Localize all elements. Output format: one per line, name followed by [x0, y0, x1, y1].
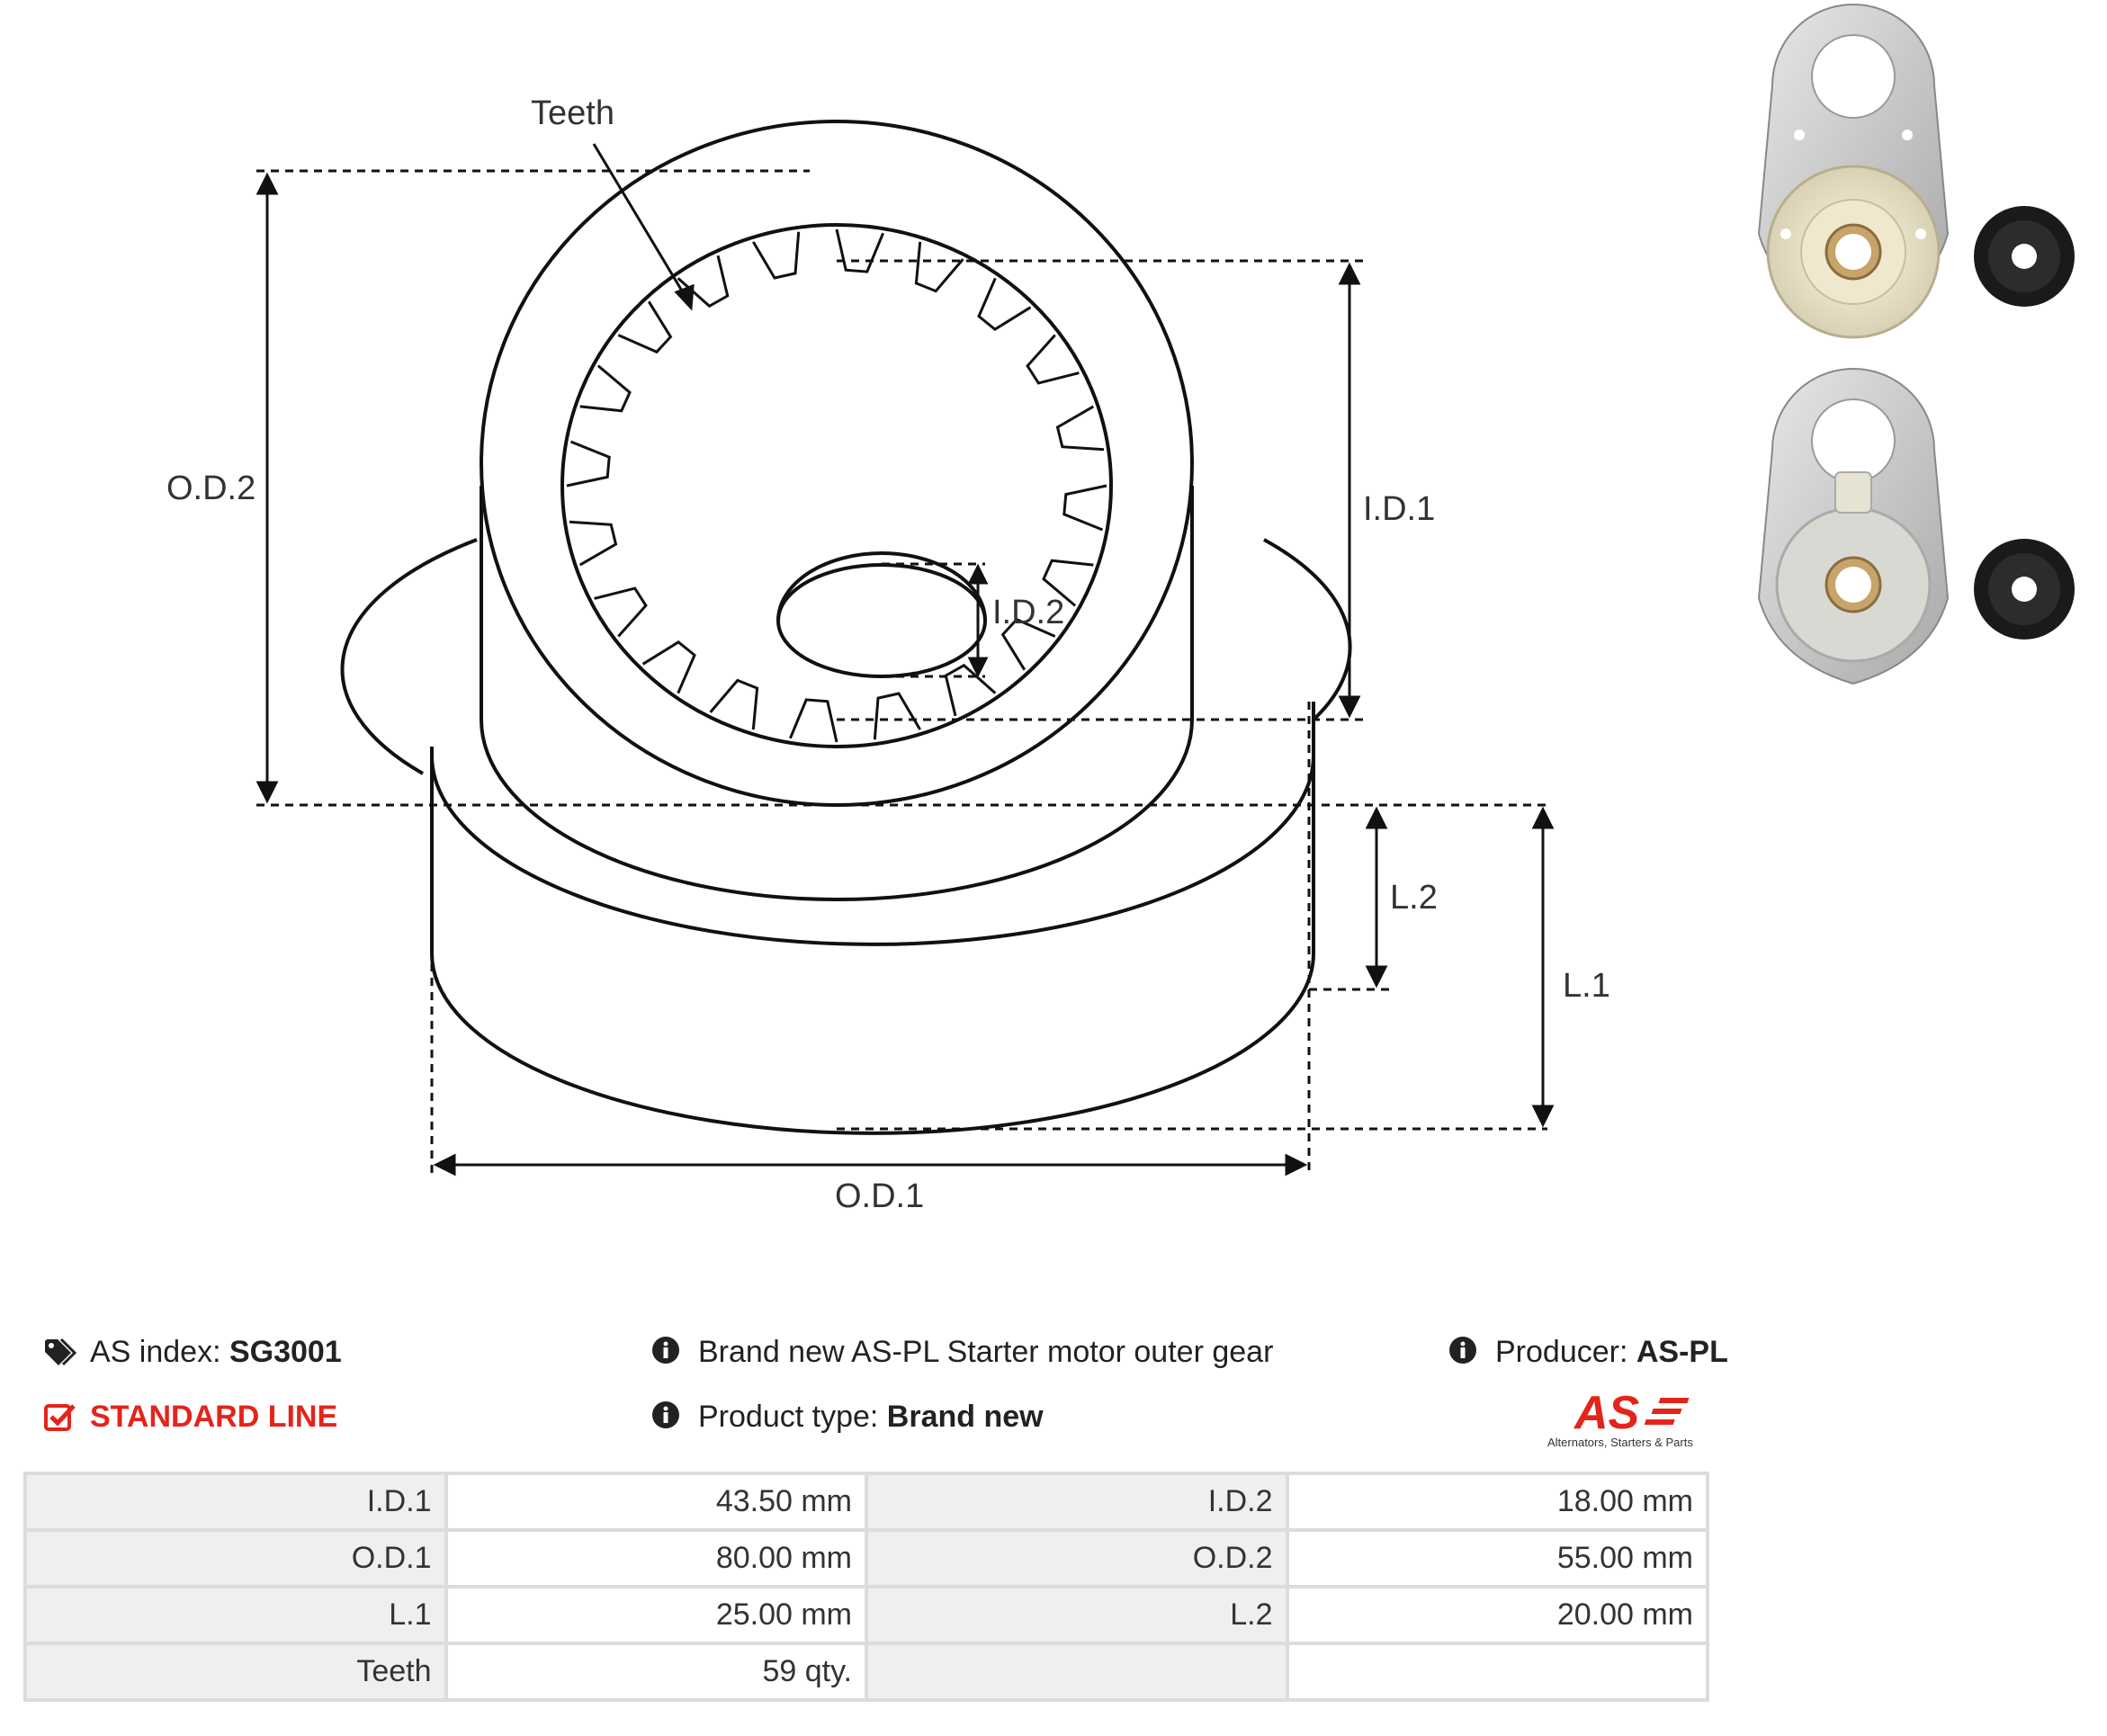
producer-value: AS-PL: [1636, 1335, 1728, 1369]
svg-text:AS: AS: [1573, 1387, 1640, 1436]
gear-tooth: [709, 678, 759, 730]
product-photos: [1757, 4, 2075, 685]
gear-tooth: [977, 277, 1032, 332]
tags-icon: [43, 1336, 77, 1370]
spec-label: I.D.1: [23, 1472, 448, 1532]
gear-tooth: [569, 520, 618, 567]
gear-lower-body: [430, 702, 1315, 1135]
spec-label: Teeth: [23, 1642, 448, 1702]
label-id2: I.D.2: [992, 594, 1064, 631]
as-logo-mark: AS: [1573, 1387, 1690, 1439]
spec-value: 43.50 mm: [444, 1472, 868, 1532]
table-row: L.1 25.00 mm L.2 20.00 mm: [23, 1585, 1709, 1645]
product-type-value: Brand new: [886, 1400, 1044, 1434]
table-row: I.D.1 43.50 mm I.D.2 18.00 mm: [23, 1472, 1709, 1532]
label-id1: I.D.1: [1363, 490, 1435, 528]
as-index-label: AS index:: [90, 1335, 221, 1369]
description-row: Brand new AS-PL Starter motor outer gear: [651, 1335, 1273, 1370]
spec-label: O.D.2: [865, 1528, 1289, 1588]
logo-tagline: Alternators, Starters & Parts: [1547, 1436, 1693, 1449]
gear-tooth: [835, 228, 884, 273]
photo-cap-top: [1974, 206, 2075, 307]
gear-tooth: [1055, 405, 1105, 452]
label-l2: L.2: [1390, 879, 1438, 917]
spec-value: 25.00 mm: [444, 1585, 868, 1645]
standard-line-label: STANDARD LINE: [90, 1400, 338, 1434]
label-od2: O.D.2: [166, 470, 256, 507]
producer-row: Producer: AS-PL: [1448, 1335, 1728, 1370]
spec-value: [1285, 1642, 1709, 1702]
table-row: Teeth 59 qty.: [23, 1642, 1709, 1702]
specifications-table: I.D.1 43.50 mm I.D.2 18.00 mm O.D.1 80.0…: [23, 1472, 1709, 1702]
label-teeth: Teeth: [531, 94, 614, 132]
spec-value: 18.00 mm: [1285, 1472, 1709, 1532]
spec-value: 55.00 mm: [1285, 1528, 1709, 1588]
gear-bottom-curve: [340, 538, 478, 775]
gear-tooth: [566, 440, 611, 488]
gear-tooth: [873, 692, 921, 740]
info-circle-icon: [1448, 1336, 1483, 1370]
spec-label: L.2: [865, 1585, 1289, 1645]
spec-value: 80.00 mm: [444, 1528, 868, 1588]
photo-cap-bottom: [1974, 539, 2075, 640]
gear-tooth: [617, 300, 673, 354]
description-text: Brand new AS-PL Starter motor outer gear: [698, 1335, 1274, 1369]
as-index-value: SG3001: [229, 1335, 342, 1369]
label-l1: L.1: [1563, 967, 1610, 1005]
as-pl-logo: AS Alternators, Starters & Parts: [1547, 1385, 1709, 1450]
gear-technical-drawing: Teeth O.D.2 I.D.1 I.D.2 L.2 L.1 O.D.1: [166, 94, 1610, 1215]
spec-label: O.D.1: [23, 1528, 448, 1588]
spec-value: 20.00 mm: [1285, 1585, 1709, 1645]
gear-tooth: [1062, 484, 1107, 532]
gear-tooth: [789, 698, 838, 743]
spec-value: 59 qty.: [444, 1642, 868, 1702]
product-type-row: Product type: Brand new: [651, 1400, 1044, 1435]
gear-tooth: [641, 640, 696, 694]
as-index-row: AS index: SG3001: [43, 1335, 342, 1370]
gear-teeth: [566, 228, 1107, 743]
gear-tooth: [1000, 617, 1056, 671]
gear-tooth: [1026, 334, 1080, 385]
table-row: O.D.1 80.00 mm O.D.2 55.00 mm: [23, 1528, 1709, 1588]
gear-tooth: [579, 364, 632, 413]
gear-inner-ring: [560, 223, 1113, 748]
label-od1: O.D.1: [835, 1177, 924, 1215]
dimension-arrows: [256, 143, 1555, 1177]
photo-plate-top: [1757, 4, 1950, 339]
dimension-guides: [256, 169, 1547, 1174]
info-circle-icon: [651, 1400, 686, 1435]
product-type-label: Product type:: [698, 1400, 879, 1434]
gear-tooth: [677, 255, 730, 309]
standard-line-row: STANDARD LINE: [43, 1400, 337, 1435]
photo-plate-bottom: [1757, 368, 1950, 685]
gear-tooth: [1042, 559, 1094, 607]
spec-label: [865, 1642, 1289, 1702]
check-square-icon: [43, 1400, 77, 1435]
producer-label: Producer:: [1495, 1335, 1628, 1369]
info-circle-icon: [651, 1336, 686, 1370]
gear-tooth: [944, 663, 997, 717]
gear-tooth: [914, 241, 964, 293]
gear-tooth: [594, 586, 648, 638]
gear-tooth: [752, 231, 801, 280]
gear-groove-line: [430, 755, 1315, 946]
spec-label: I.D.2: [865, 1472, 1289, 1532]
gear-upper-body: [480, 486, 1194, 901]
spec-label: L.1: [23, 1585, 448, 1645]
gear-inner-bore: [776, 563, 987, 678]
